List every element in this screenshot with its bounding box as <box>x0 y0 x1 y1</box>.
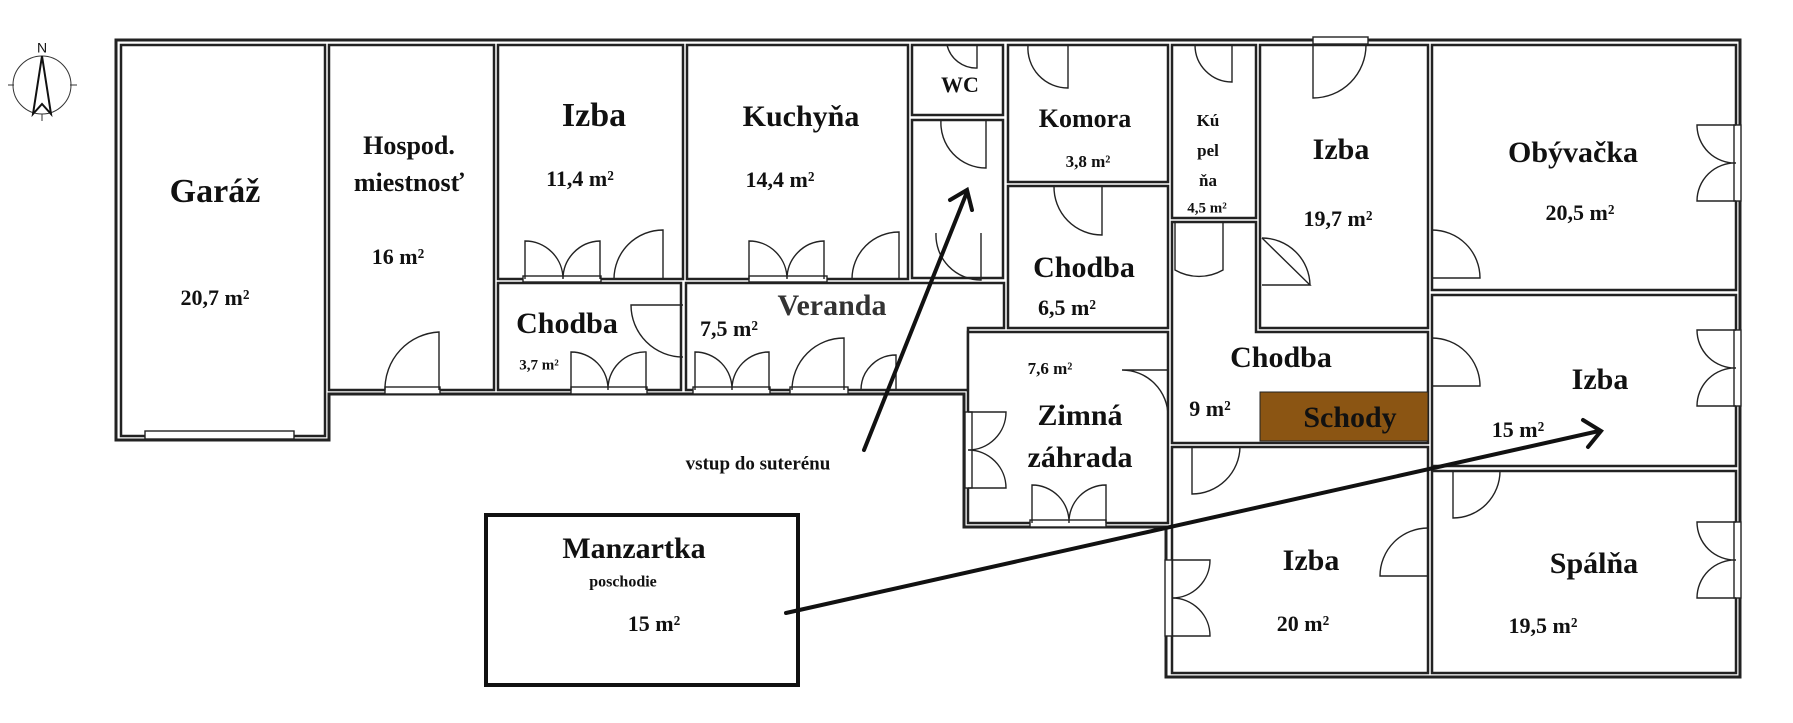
chodba-3-area: 9 m² <box>1189 396 1231 421</box>
izba-3-label: Izba <box>1572 363 1629 396</box>
veranda-area: 7,5 m² <box>700 316 758 341</box>
door-swings <box>384 44 1737 637</box>
utility-area: 16 m² <box>372 244 425 269</box>
izba-2-area: 19,7 m² <box>1304 206 1373 231</box>
room-chodba-1 <box>496 281 683 392</box>
winter-garden-area: 7,6 m² <box>1028 359 1073 378</box>
chodba-1-area: 3,7 m² <box>519 357 559 373</box>
stairs <box>1259 391 1429 442</box>
izba-4-label: Izba <box>1283 544 1340 577</box>
living-room-area: 20,5 m² <box>1546 200 1615 225</box>
room-kitchen <box>685 43 910 281</box>
komora-label: Komora <box>1039 104 1131 133</box>
chodba-2-area: 6,5 m² <box>1038 295 1096 320</box>
izba-2-label: Izba <box>1313 133 1370 166</box>
kitchen-area: 14,4 m² <box>746 167 815 192</box>
room-izba-3 <box>1430 293 1738 468</box>
chodba-1-label: Chodba <box>516 307 618 340</box>
room-veranda <box>684 281 1006 392</box>
room-izba-2 <box>1258 43 1430 330</box>
izba-3-area: 15 m² <box>1492 417 1545 442</box>
bathroom-label-2: pel <box>1197 141 1219 160</box>
attic-label: Manzartka <box>562 532 705 565</box>
bathroom-label-1: Kú <box>1197 111 1220 130</box>
bedroom-label: Spálňa <box>1550 547 1638 580</box>
bathroom-area: 4,5 m² <box>1187 200 1227 216</box>
winter-garden-label-1: Zimná <box>1037 399 1122 432</box>
room-izba-1 <box>496 43 685 281</box>
basement-arrow <box>862 186 974 452</box>
room-garage <box>119 43 327 438</box>
bathroom-label-3: ňa <box>1199 171 1217 190</box>
room-chodba-3 <box>1170 220 1430 445</box>
chodba-2-label: Chodba <box>1033 251 1135 284</box>
room-bathroom <box>1170 43 1258 220</box>
room-winter-garden <box>966 330 1170 525</box>
izba-1-area: 11,4 m² <box>546 166 614 191</box>
utility-label-1: Hospod. <box>363 131 455 160</box>
garage-label: Garáž <box>170 173 261 210</box>
attic-arrow <box>784 418 1604 615</box>
attic-area: 15 m² <box>628 611 681 636</box>
room-komora <box>1006 43 1170 184</box>
compass-north-label: N <box>37 40 47 56</box>
wc-label: WC <box>941 72 979 97</box>
room-wc-corridor <box>910 118 1005 280</box>
basement-entry-label: vstup do suterénu <box>686 453 831 474</box>
chodba-3-label: Chodba <box>1230 341 1332 374</box>
room-chodba-2 <box>1006 184 1170 330</box>
utility-label-2: miestnosť <box>354 168 465 197</box>
room-attic <box>484 513 800 687</box>
room-izba-4 <box>1170 445 1430 675</box>
north-compass-icon: N <box>8 40 77 121</box>
outer-wall <box>114 38 1742 679</box>
garage-area: 20,7 m² <box>181 285 250 310</box>
room-utility <box>327 43 496 392</box>
winter-garden-label-2: záhrada <box>1028 441 1133 474</box>
izba-4-area: 20 m² <box>1277 611 1330 636</box>
living-room-label: Obývačka <box>1508 136 1638 169</box>
izba-1-label: Izba <box>562 97 626 134</box>
room-wc <box>910 43 1005 117</box>
veranda-label: Veranda <box>778 289 887 322</box>
stairs-label: Schody <box>1303 401 1396 434</box>
kitchen-label: Kuchyňa <box>743 100 860 133</box>
room-bedroom <box>1430 469 1738 675</box>
attic-sublabel: poschodie <box>589 574 657 591</box>
komora-area: 3,8 m² <box>1066 152 1111 171</box>
bedroom-area: 19,5 m² <box>1509 613 1578 638</box>
